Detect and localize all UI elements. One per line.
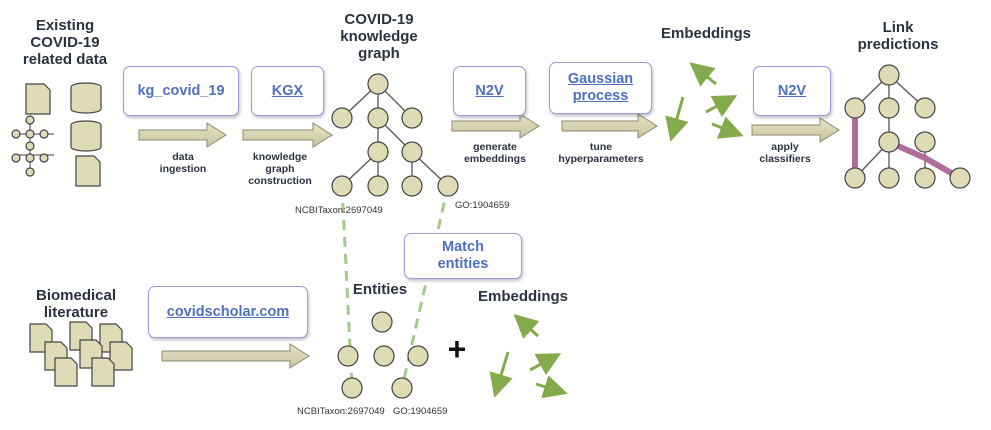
ncbi-taxon-label-top: NCBITaxon:2697049 [295, 205, 383, 216]
literature-docs-icon [29, 321, 133, 387]
step-data-ingestion: data ingestion [159, 151, 207, 175]
gaussian-process-link[interactable]: Gaussian process [549, 62, 652, 114]
match-entities-box: Match entities [404, 233, 522, 279]
entities-title: Entities [352, 281, 408, 298]
biomedical-literature-title: Biomedical literature [35, 287, 117, 321]
ncbi-taxon-label-bottom: NCBITaxon:2697049 [297, 406, 385, 417]
plus-sign: + [447, 331, 467, 367]
embeddings-title-bottom: Embeddings [477, 288, 568, 305]
go-label-bottom: GO:1904659 [393, 406, 448, 417]
existing-data-title: Existing COVID-19 related data [22, 17, 108, 68]
n2v-link-2[interactable]: N2V [753, 66, 831, 116]
covidscholar-link[interactable]: covidscholar.com [148, 286, 308, 338]
kg-graph [331, 73, 459, 197]
link-predictions-title: Link predictions [857, 19, 939, 53]
process-arrows [138, 113, 840, 369]
embeddings-title-top: Embeddings [660, 25, 751, 42]
kgx-link[interactable]: KGX [251, 66, 324, 116]
existing-data-icons [11, 82, 102, 187]
go-label-top: GO:1904659 [455, 200, 510, 211]
step-apply-classifiers: apply classifiers [759, 141, 811, 165]
embedding-vectors-top [665, 62, 744, 142]
kg-covid-19-box: kg_covid_19 [123, 66, 239, 116]
link-prediction-graph [844, 64, 971, 189]
kg-title: COVID-19 knowledge graph [340, 11, 418, 62]
entities-nodes [337, 311, 429, 399]
n2v-link-1[interactable]: N2V [453, 66, 526, 116]
step-tune-hyperparameters: tune hyperparameters [558, 141, 644, 165]
embedding-vectors-bottom [489, 313, 568, 399]
step-kg-construction: knowledge graph construction [248, 151, 312, 187]
step-generate-embeddings: generate embeddings [464, 141, 526, 165]
